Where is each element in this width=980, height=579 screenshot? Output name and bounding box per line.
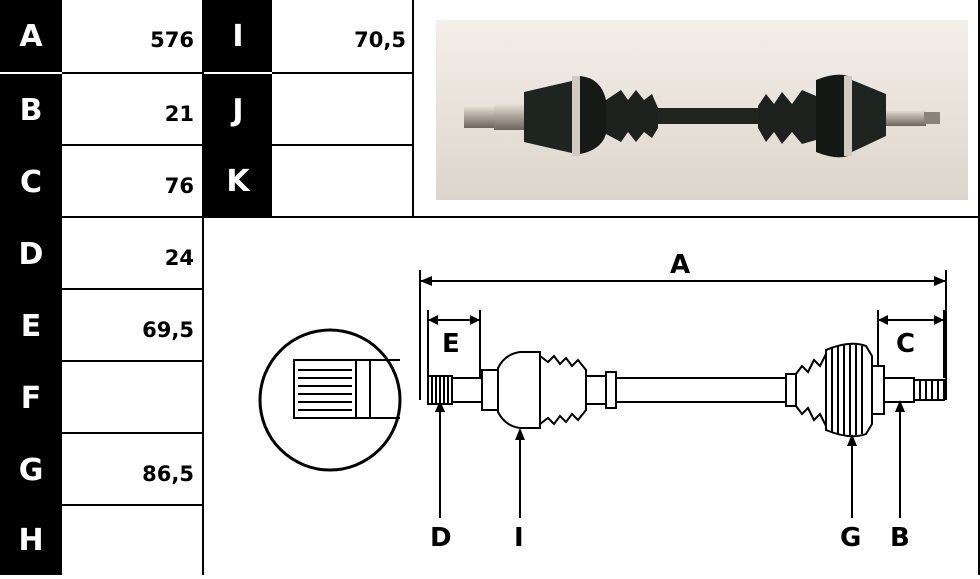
product-photo (436, 20, 968, 200)
grid-line (272, 72, 412, 74)
grid-line (202, 0, 204, 575)
label-j: J (204, 74, 272, 146)
arrow-b (895, 400, 905, 412)
value-h (62, 506, 202, 575)
label-k: K (204, 146, 272, 217)
value-b: 21 (62, 74, 202, 146)
grid-line (412, 0, 414, 217)
dimension-e (427, 310, 481, 378)
grid-line (62, 504, 202, 506)
grid-line (62, 432, 202, 434)
arrow-i (515, 428, 525, 440)
label-e: E (0, 290, 62, 362)
value-f (62, 362, 202, 434)
value-d: 24 (62, 218, 202, 290)
grid-line (62, 216, 202, 218)
grid-line (62, 144, 202, 146)
grid-line (62, 72, 202, 74)
label-dim-g: G (840, 523, 861, 553)
drive-shaft-outline (427, 342, 945, 438)
spline-detail (293, 359, 400, 419)
value-c: 76 (62, 146, 202, 218)
dimension-a (419, 270, 947, 400)
grid-line (978, 0, 980, 575)
value-k (272, 146, 412, 217)
label-dim-i: I (514, 523, 524, 553)
leader-lines (439, 402, 901, 518)
label-dim-c: C (896, 329, 915, 359)
label-f: F (0, 362, 62, 434)
label-b: B (0, 74, 62, 146)
label-d: D (0, 218, 62, 290)
label-a: A (0, 0, 62, 72)
label-c: C (0, 146, 62, 218)
value-g: 86,5 (62, 434, 202, 506)
label-g: G (0, 434, 62, 506)
technical-diagram: A E C (205, 217, 980, 575)
arrow-g (847, 434, 857, 446)
drive-shaft-photo (436, 20, 968, 200)
value-i: 70,5 (272, 0, 412, 72)
label-dim-b: B (890, 523, 910, 553)
value-j (272, 74, 412, 146)
label-h: H (0, 506, 62, 575)
label-dim-a: A (670, 250, 690, 280)
grid-line (272, 144, 412, 146)
label-dim-d: D (430, 523, 452, 553)
label-i: I (204, 0, 272, 72)
grid-line (62, 360, 202, 362)
value-e: 69,5 (62, 290, 202, 362)
value-a: 576 (62, 0, 202, 72)
label-dim-e: E (442, 329, 460, 359)
arrow-d (435, 400, 445, 412)
grid-line (62, 288, 202, 290)
grid-line (204, 216, 980, 218)
